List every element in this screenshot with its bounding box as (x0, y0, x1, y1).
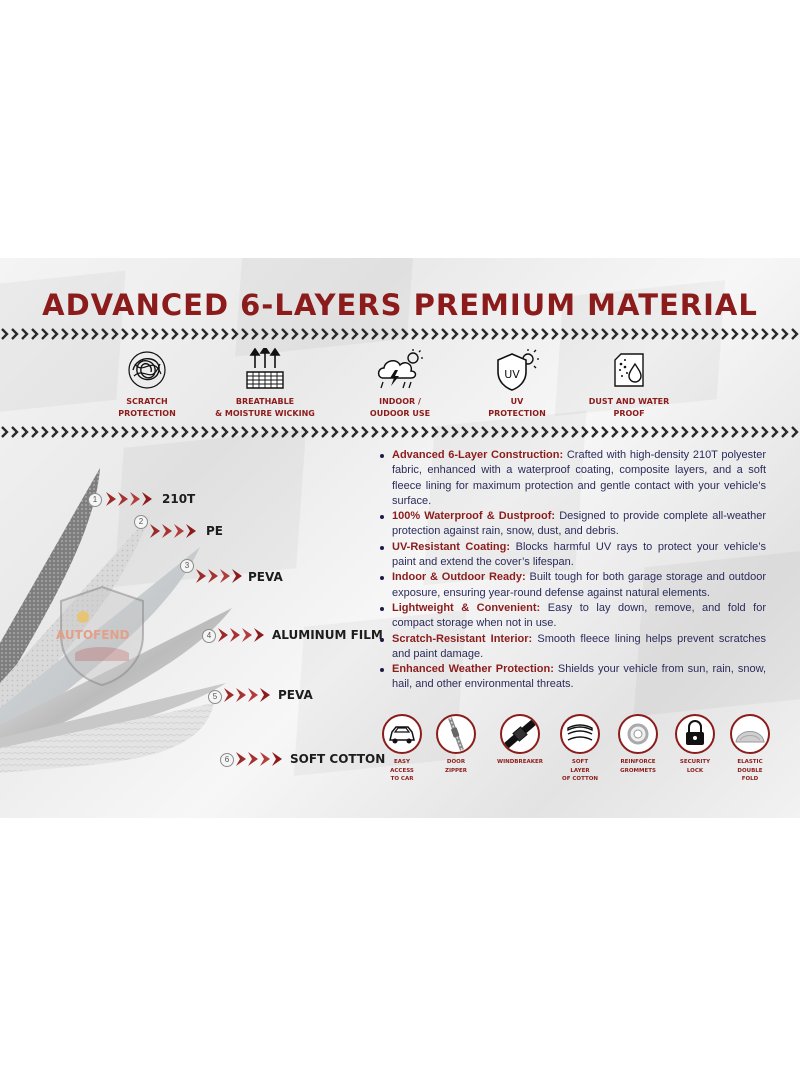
layer-number: 1 (88, 493, 102, 507)
layer-number: 5 (208, 690, 222, 704)
layer-number: 2 (134, 515, 148, 529)
layer-number: 4 (202, 629, 216, 643)
layer-arrows (236, 752, 282, 766)
cloud-weather-icon (377, 349, 423, 389)
extra-soft-layer: SOFT LAYER OF COTTON (553, 714, 607, 784)
extra-label: SECURITY LOCK (679, 759, 711, 774)
extra-security-lock: SECURITY LOCK (668, 714, 722, 775)
feature-label: DUST AND WATER PROOF (588, 397, 670, 418)
chevron-divider-top (0, 326, 800, 342)
layer-label: 210T (162, 492, 196, 506)
layer-label: PEVA (248, 570, 283, 584)
extra-label: SOFT LAYER OF COTTON (562, 759, 598, 782)
layer-number: 3 (180, 559, 194, 573)
brand-name: AUTOFEND (56, 628, 130, 642)
extra-door-zipper: DOOR ZIPPER (429, 714, 483, 775)
feature-label: BREATHABLE & MOISTURE WICKING (215, 397, 315, 418)
feature-label: INDOOR / OUDOOR USE (369, 397, 431, 418)
layer-arrows (218, 628, 264, 642)
list-item: 100% Waterproof & Dustproof: Designed to… (378, 509, 766, 540)
layer-label: ALUMINUM FILM (272, 628, 383, 642)
extra-label: ELASTIC DOUBLE FOLD (737, 759, 763, 782)
svg-text:UV: UV (504, 368, 520, 381)
zipper-icon (448, 717, 464, 751)
feature-breathable: BREATHABLE & MOISTURE WICKING (210, 348, 320, 420)
uv-shield-icon: UV (497, 349, 539, 391)
extra-windbreaker: WINDBREAKER (493, 714, 547, 767)
folded-cover-icon (735, 731, 765, 743)
product-banner: ADVANCED 6-LAYERS PREMIUM MATERIAL SCRAT… (0, 258, 800, 818)
feature-dust-water-proof: DUST AND WATER PROOF (574, 348, 684, 420)
extra-easy-access: EASY ACCESS TO CAR (375, 714, 429, 784)
extra-grommets: REINFORCE GROMMETS (611, 714, 665, 775)
bullet-text: Built tough for both garage storage and … (392, 571, 766, 599)
padlock-icon (686, 720, 704, 745)
feature-indoor-outdoor: INDOOR / OUDOOR USE (345, 348, 455, 420)
buckle-strap-icon (503, 719, 537, 749)
list-item: Advanced 6-Layer Construction: Crafted w… (378, 448, 766, 509)
extra-elastic-fold: ELASTIC DOUBLE FOLD (723, 714, 777, 784)
feature-scratch-protection: SCRATCH PROTECTION (92, 348, 202, 420)
bullet-heading: Advanced 6-Layer Construction: (392, 449, 564, 461)
breathable-arrows-icon (246, 348, 284, 389)
fabric-layers-icon (567, 724, 593, 741)
bullet-heading: 100% Waterproof & Dustproof: (392, 510, 556, 523)
bullet-text: Designed to provide complete all-weather… (392, 510, 767, 538)
extra-label: EASY ACCESS TO CAR (390, 759, 414, 782)
dust-water-drop-icon (614, 353, 644, 387)
layer-arrows (196, 569, 242, 583)
car-door-icon (389, 726, 415, 744)
feature-label: UV PROTECTION (488, 397, 546, 418)
layer-arrows (106, 492, 152, 506)
layer-label: PEVA (278, 688, 313, 702)
extra-label: WINDBREAKER (497, 759, 543, 765)
grommet-icon (627, 723, 649, 745)
extra-label: DOOR ZIPPER (444, 759, 468, 774)
scratch-scribble-icon (128, 351, 166, 389)
extra-label: REINFORCE GROMMETS (620, 759, 656, 774)
list-item: UV-Resistant Coating: Blocks harmful UV … (378, 540, 766, 571)
bullet-heading: Lightweight & Convenient: (392, 601, 541, 614)
layer-label: SOFT COTTON (290, 752, 386, 766)
layer-arrows (150, 524, 196, 538)
layer-label: PE (206, 524, 223, 538)
list-item: Indoor & Outdoor Ready: Built tough for … (378, 570, 766, 601)
bullet-text: Shields your vehicle from sun, rain, sno… (392, 663, 766, 691)
feature-uv-protection: UV UV PROTECTION (462, 348, 572, 420)
fabric-layers-illustration (0, 468, 232, 773)
chevron-divider-bottom (0, 424, 800, 440)
bullet-heading: UV-Resistant Coating: (392, 540, 511, 553)
bullet-text: Smooth fleece lining helps prevent scrat… (392, 632, 766, 660)
list-item: Lightweight & Convenient: Easy to lay do… (378, 601, 766, 632)
bullet-text: Blocks harmful UV rays to protect your v… (392, 540, 767, 569)
bullet-heading: Scratch-Resistant Interior: (392, 632, 533, 645)
bullet-text: Crafted with high-density 210T polyester… (392, 449, 767, 507)
feature-label: SCRATCH PROTECTION (118, 397, 176, 418)
page-title: ADVANCED 6-LAYERS PREMIUM MATERIAL (42, 288, 758, 322)
brand-shield-logo (60, 585, 144, 687)
layer-arrows (224, 688, 270, 702)
bullet-text: Easy to lay down, remove, and fold for c… (392, 601, 766, 630)
bullet-heading: Enhanced Weather Protection: (392, 663, 554, 676)
feature-bullet-list: Advanced 6-Layer Construction: Crafted w… (378, 448, 766, 693)
bullet-heading: Indoor & Outdoor Ready: (392, 571, 526, 584)
list-item: Scratch-Resistant Interior: Smooth fleec… (378, 632, 766, 663)
list-item: Enhanced Weather Protection: Shields you… (378, 662, 766, 693)
layer-number: 6 (220, 753, 234, 767)
